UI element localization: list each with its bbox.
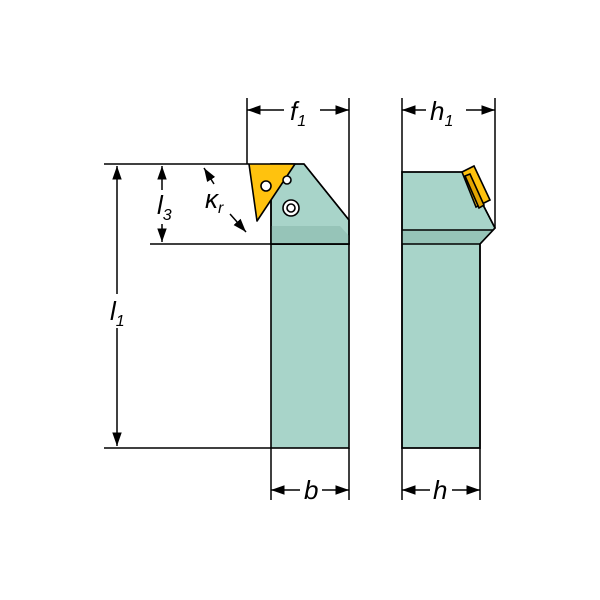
kr-arrow-bottom [229, 213, 247, 233]
label-l1: l1 [110, 296, 125, 330]
side-insert-shim [463, 172, 486, 210]
label-h1: h1 [430, 96, 453, 130]
label-f1: f1 [290, 96, 306, 130]
front-head-shade [271, 226, 349, 244]
side-view [401, 164, 496, 449]
label-h: h [433, 475, 447, 505]
side-body [401, 171, 496, 449]
kr-arrow-top [203, 167, 216, 185]
front-screw-inner [286, 203, 296, 213]
label-b: b [304, 475, 318, 505]
label-kr: κr [205, 184, 224, 217]
front-view [248, 163, 350, 449]
front-screw-outer [282, 199, 300, 217]
front-head-edge [270, 163, 350, 245]
label-l3: l3 [157, 190, 172, 224]
front-insert-hole [260, 180, 272, 192]
front-shank [270, 243, 350, 449]
front-pin [282, 175, 292, 185]
side-head-shade [402, 230, 493, 244]
dimension-labels: f1 h1 l1 l3 κr b h [106, 94, 466, 505]
